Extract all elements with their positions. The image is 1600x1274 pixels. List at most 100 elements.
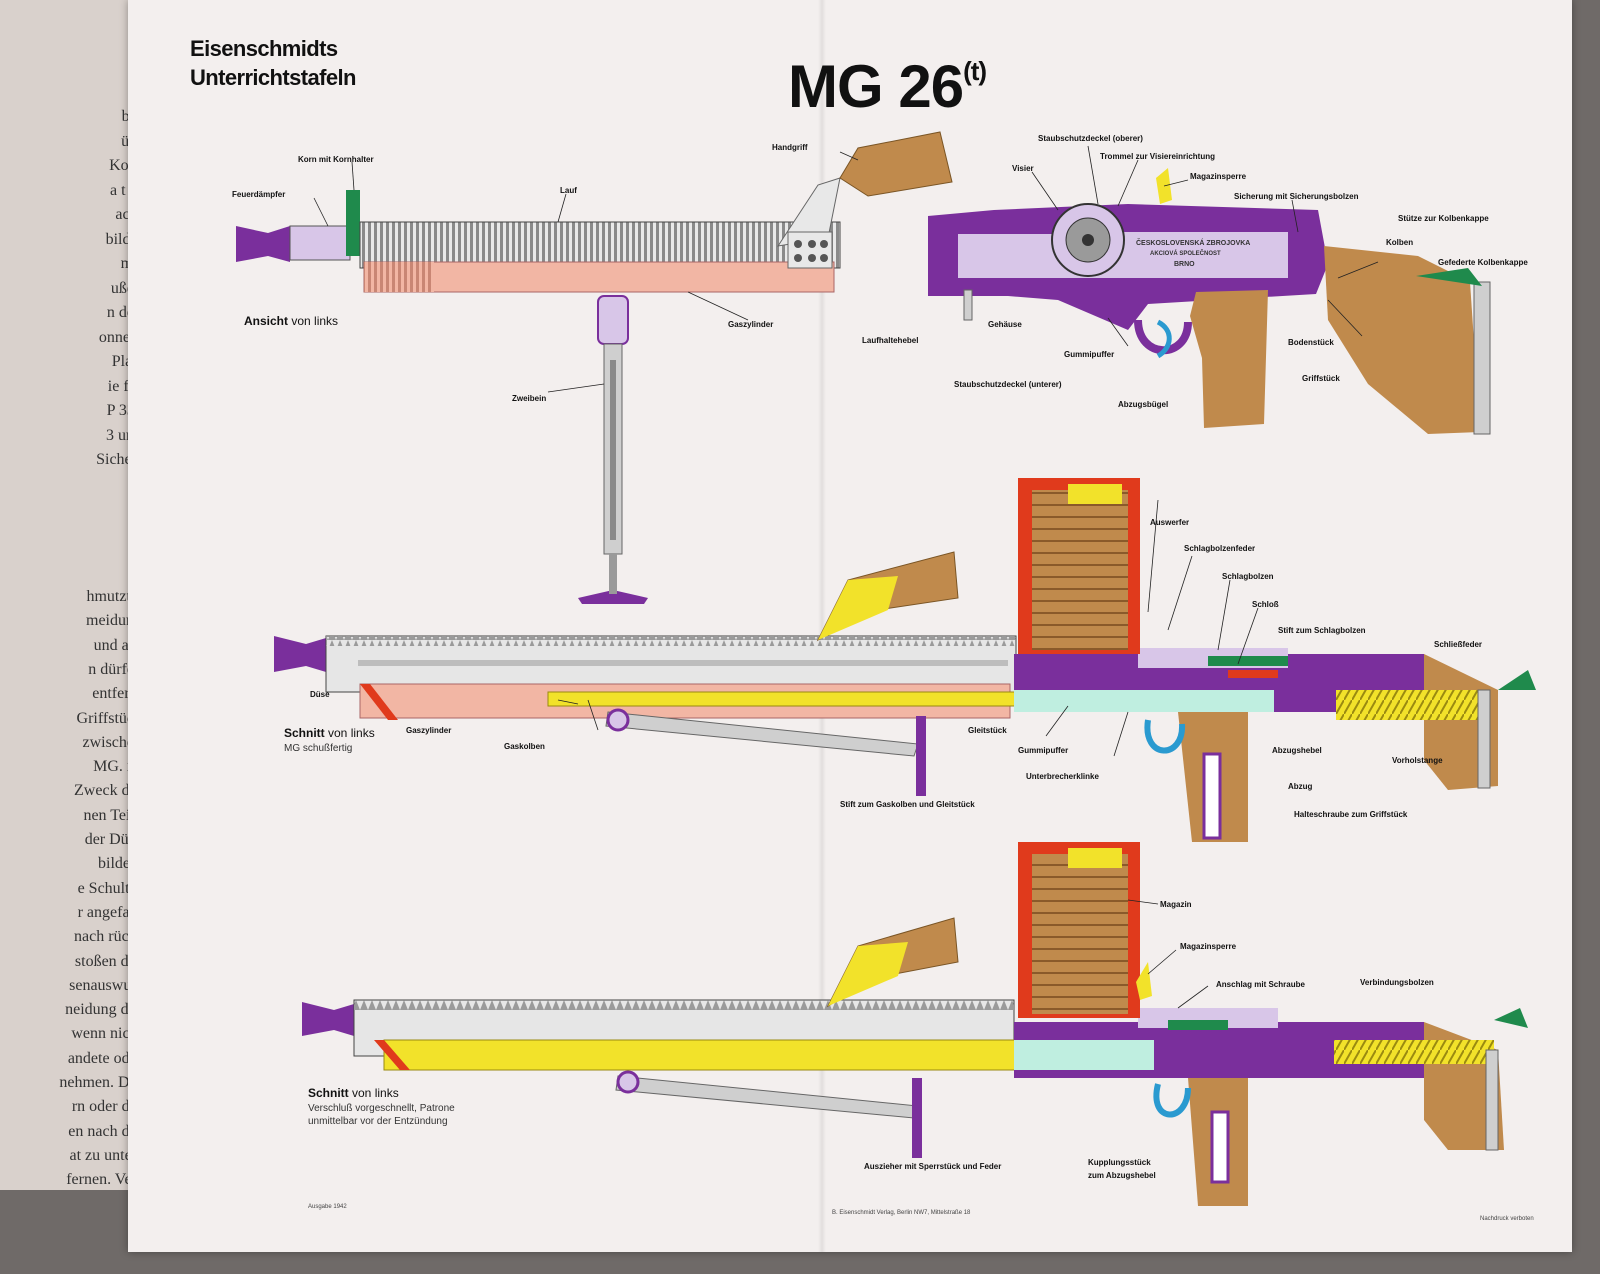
label-gaskolben: Gaskolben xyxy=(504,742,545,751)
book-line: hmutzte. xyxy=(86,588,142,605)
slide-section xyxy=(1014,690,1274,712)
book-line: acht xyxy=(6,206,142,224)
label-auswerfer: Auswerfer xyxy=(1150,518,1190,527)
book-line: fernen. Ver- xyxy=(66,1171,142,1189)
book-line: bilden. xyxy=(98,855,142,873)
book-line: Sicher- xyxy=(96,451,142,468)
fold-crease xyxy=(818,0,826,1252)
label-trommel: Trommel zur Visiereinrichtung xyxy=(1100,152,1215,161)
label-gehaeuse: Gehäuse xyxy=(988,320,1022,329)
label-laufhaltehebel: Laufhaltehebel xyxy=(862,336,919,345)
stamp-line-2: AKCIOVÁ SPOLEČNOST xyxy=(1150,251,1221,257)
instruction-plate: Eisenschmidts Unterrichtstafeln MG 26(t) xyxy=(128,0,1572,1252)
book-line: MG. ist xyxy=(93,758,142,776)
view2-section xyxy=(274,478,1536,842)
label-halteschraube: Halteschraube zum Griffstück xyxy=(1294,810,1408,819)
book-line: ie für xyxy=(107,377,142,395)
book-line: üll. xyxy=(6,133,142,151)
book-line: mit xyxy=(6,255,142,273)
label-vorholstange: Vorholstange xyxy=(1392,756,1443,765)
label-kolben: Kolben xyxy=(1386,238,1414,247)
book-line: at zu unter- xyxy=(69,1146,142,1164)
footer-reprint: Nachdruck verboten xyxy=(1480,1216,1534,1222)
book-line: be- xyxy=(6,108,142,126)
view2-heading: Schnitt von links xyxy=(284,726,375,740)
label-magazin: Magazin xyxy=(1160,900,1192,909)
label-stift-gaskolben: Stift zum Gaskolben und Gleitstück xyxy=(840,800,975,809)
label-unterbrecherklinke: Unterbrecherklinke xyxy=(1026,772,1099,781)
gas-cylinder xyxy=(363,261,835,293)
trigger xyxy=(1156,319,1172,359)
stamp-line-3: BRNO xyxy=(1174,261,1195,268)
plate-title: MG 26(t) xyxy=(788,53,987,120)
flash-hider xyxy=(236,226,290,262)
flash-hider-3 xyxy=(302,1002,354,1036)
view1-heading: Ansicht von links xyxy=(244,314,339,328)
butt-support xyxy=(1416,268,1482,286)
book-line: a t z- xyxy=(110,181,142,199)
bipod-mount xyxy=(597,295,629,345)
gas-port xyxy=(360,684,398,720)
magazine-rounds xyxy=(1032,490,1128,650)
label-visier: Visier xyxy=(1012,164,1034,173)
label-schliessfeder: Schließfeder xyxy=(1434,640,1483,649)
book-line: zwischen xyxy=(82,733,142,751)
view3-sub-2: unmittelbar vor der Entzündung xyxy=(308,1116,448,1127)
book-line: ußen xyxy=(110,279,142,297)
book-line: nehmen. Da- xyxy=(59,1074,142,1091)
book-line: andete oder xyxy=(67,1049,142,1067)
book-line: e Schulter xyxy=(77,879,142,897)
book-line: senauswurf xyxy=(69,976,142,994)
label-sicherung: Sicherung mit Sicherungsbolzen xyxy=(1234,192,1359,201)
label-handgriff: Handgriff xyxy=(772,143,808,152)
label-kolbenkappe: Gefederte Kolbenkappe xyxy=(1438,258,1528,267)
barrel-front xyxy=(289,225,351,261)
book-line: Zweck der xyxy=(74,782,142,800)
label-griffstueck: Griffstück xyxy=(1302,374,1340,383)
book-line: entfernt xyxy=(92,685,142,703)
label-abzug: Abzug xyxy=(1288,782,1313,791)
label-auszieher: Auszieher mit Sperrstück und Feder xyxy=(864,1162,1002,1171)
label-anschlag: Anschlag mit Schraube xyxy=(1216,980,1305,989)
book-line: der Düse xyxy=(84,831,142,848)
gas-cylinder-fins xyxy=(364,262,434,292)
book-line: bildet xyxy=(105,230,142,248)
book-line: stoßen des xyxy=(74,952,142,970)
handle-block xyxy=(787,231,833,269)
label-abzugshebel: Abzugshebel xyxy=(1272,746,1322,755)
receiver-side-plate-2 xyxy=(1118,232,1288,278)
label-feuerdaempfer: Feuerdämpfer xyxy=(232,190,286,199)
label-abzugsbuegel: Abzugsbügel xyxy=(1118,400,1169,409)
bipod-folded xyxy=(605,711,919,757)
label-gaszylinder: Gaszylinder xyxy=(728,320,774,329)
firing-pin xyxy=(1228,670,1278,678)
book-line: Plaţ- xyxy=(111,353,142,370)
book-line: Griffstück xyxy=(76,709,142,727)
label-gleitstueck: Gleitstück xyxy=(968,726,1007,735)
pistol-grip xyxy=(1190,290,1268,428)
label-verbindungsbolzen: Verbindungsbolzen xyxy=(1360,978,1434,987)
stamp-line-1: ČESKOSLOVENSKÁ ZBROJOVKA xyxy=(1136,240,1251,247)
flash-hider-2 xyxy=(274,636,326,672)
label-schloss: Schloß xyxy=(1252,600,1279,609)
label-staubschutz-unten: Staubschutzdeckel (unterer) xyxy=(954,380,1062,389)
label-stift-schlagbolzen: Stift zum Schlagbolzen xyxy=(1278,626,1366,635)
gas-piston xyxy=(547,691,1019,707)
label-kupplung-2: zum Abzugshebel xyxy=(1088,1171,1156,1180)
label-gaszylinder-2: Gaszylinder xyxy=(406,726,452,735)
view2-subheading: MG schußfertig xyxy=(284,743,353,754)
footer-publisher: B. Eisenschmidt Verlag, Berlin NW7, Mitt… xyxy=(832,1210,971,1216)
bipod-foot xyxy=(578,590,648,604)
label-duese: Düse xyxy=(310,690,330,699)
gas-piston-3 xyxy=(383,1039,1025,1071)
publisher-line-2: Unterrichtstafeln xyxy=(190,65,356,90)
label-staubschutz-oben: Staubschutzdeckel (oberer) xyxy=(1038,134,1143,143)
book-line: nen Teile xyxy=(83,806,142,824)
label-gummipuffer-2: Gummipuffer xyxy=(1018,746,1069,755)
book-line: 3 und xyxy=(106,426,142,444)
book-line: n den xyxy=(106,304,142,321)
book-line: n dürfen xyxy=(88,660,142,678)
recoil-spring-3 xyxy=(1334,1040,1494,1064)
view1-exterior xyxy=(236,131,1491,604)
book-line: onnen. xyxy=(98,328,142,346)
